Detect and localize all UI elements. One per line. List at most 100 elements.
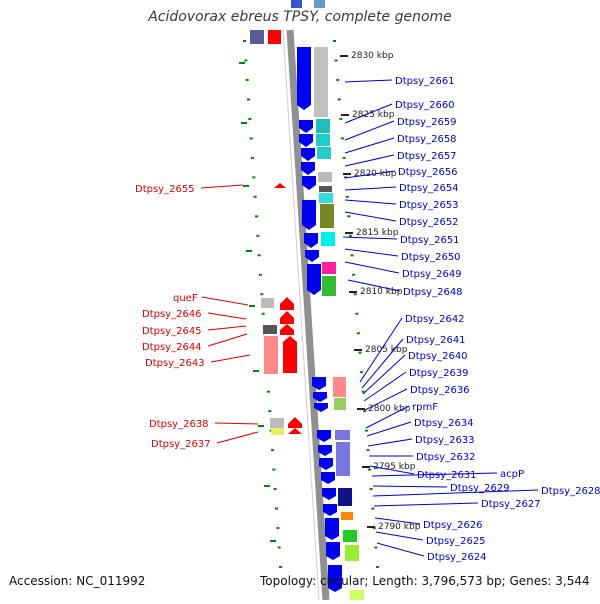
right-tick-mark <box>374 546 378 549</box>
left-leader-line <box>214 422 259 425</box>
right-leader-line <box>359 317 403 383</box>
gene-block-forward <box>268 30 281 44</box>
scale-label: 2825 kbp <box>352 110 395 120</box>
right-leader-line <box>344 154 395 167</box>
right-leader-line <box>344 170 396 179</box>
left-major-tick <box>264 485 270 487</box>
scale-tick <box>357 408 365 410</box>
right-leader-line <box>373 502 479 507</box>
reverse-gene-arrow <box>319 458 333 470</box>
scale-label: 2800 kbp <box>368 404 411 414</box>
left-tick-mark <box>277 546 281 549</box>
left-gene-label: Dtpsy_2655 <box>135 184 195 195</box>
right-leader-line <box>344 103 393 124</box>
gene-feature-block <box>263 325 277 334</box>
reverse-gene-arrow <box>301 162 315 175</box>
reverse-gene-arrow <box>301 148 315 161</box>
right-leader-line <box>365 405 410 429</box>
gene-feature-block <box>343 530 357 542</box>
right-tick-mark <box>361 390 365 393</box>
left-leader-line <box>210 354 251 363</box>
reverse-gene-arrow <box>322 488 336 500</box>
left-tick-mark <box>261 312 265 315</box>
left-tick-mark <box>243 40 246 42</box>
genome-summary: Topology: circular; Length: 3,796,573 bp… <box>260 574 590 588</box>
right-tick-mark <box>353 293 357 296</box>
right-leader-line <box>374 517 421 525</box>
right-leader-line <box>344 199 397 205</box>
right-gene-label: Dtpsy_2656 <box>398 167 458 178</box>
gene-feature-block <box>320 204 334 228</box>
right-gene-label: Dtpsy_2633 <box>415 435 475 446</box>
left-major-tick <box>246 250 252 252</box>
scale-tick <box>349 291 357 293</box>
scale-tick <box>340 55 348 57</box>
gene-feature-block <box>335 430 350 440</box>
right-gene-label: Dtpsy_2641 <box>406 335 466 346</box>
gene-feature-block <box>318 172 332 182</box>
gene-feature-block <box>341 512 353 520</box>
left-tick-mark <box>249 137 253 140</box>
map-title: Acidovorax ebreus TPSY, complete genome <box>148 9 452 25</box>
left-tick-mark <box>248 117 252 120</box>
scale-tick <box>341 114 349 116</box>
right-leader-line <box>371 472 498 477</box>
right-tick-mark <box>350 254 354 257</box>
right-tick-mark <box>363 410 367 413</box>
gene-feature-block <box>316 119 330 133</box>
right-tick-mark <box>352 273 356 276</box>
right-gene-label: Dtpsy_2642 <box>405 314 465 325</box>
right-gene-label: Dtpsy_2625 <box>426 536 486 547</box>
right-tick-mark <box>337 98 341 101</box>
left-tick-mark <box>268 410 272 413</box>
left-tick-mark <box>244 59 248 62</box>
gene-feature-block <box>336 442 350 476</box>
right-gene-label: Dtpsy_2634 <box>414 418 474 429</box>
left-leader-line <box>216 431 259 444</box>
right-tick-mark <box>344 176 348 179</box>
left-leader-line <box>201 296 249 306</box>
right-leader-line <box>344 79 393 83</box>
right-gene-label: Dtpsy_2626 <box>423 520 483 531</box>
forward-gene-arrow <box>283 336 297 373</box>
right-gene-label: Dtpsy_2631 <box>417 470 477 481</box>
reverse-gene-arrow <box>318 445 332 456</box>
right-tick-mark <box>347 215 351 218</box>
left-tick-mark <box>279 566 282 568</box>
right-gene-label: Dtpsy_2659 <box>397 117 457 128</box>
scale-tick <box>362 466 370 468</box>
forward-gene-arrow <box>288 428 302 434</box>
reverse-gene-arrow <box>325 518 339 540</box>
right-leader-line <box>344 248 399 257</box>
reverse-gene-arrow <box>302 176 316 190</box>
left-tick-mark <box>253 195 257 198</box>
forward-gene-arrow <box>274 183 286 188</box>
left-major-tick <box>241 122 247 124</box>
left-tick-mark <box>247 98 250 101</box>
reverse-gene-arrow <box>313 392 327 402</box>
left-leader-line <box>207 325 247 331</box>
scale-label: 2830 kbp <box>351 51 394 61</box>
reverse-gene-arrow <box>328 565 342 592</box>
genome-backbone <box>286 29 330 601</box>
right-gene-label: Dtpsy_2648 <box>403 287 463 298</box>
right-gene-label: acpP <box>500 469 524 480</box>
right-gene-label: Dtpsy_2632 <box>416 452 476 463</box>
reverse-gene-arrow <box>297 47 311 110</box>
gene-feature-block <box>270 418 284 428</box>
right-leader-line <box>363 371 407 402</box>
gene-feature-block <box>319 186 332 192</box>
right-leader-line <box>364 388 408 411</box>
left-gene-label: Dtpsy_2637 <box>151 439 211 450</box>
left-tick-mark <box>276 527 280 530</box>
left-leader-line <box>207 312 247 320</box>
scale-label: 2805 kbp <box>365 345 408 355</box>
left-tick-mark <box>260 293 264 296</box>
gene-block <box>314 0 325 8</box>
right-gene-label: Dtpsy_2639 <box>409 368 469 379</box>
scale-label: 2790 kbp <box>378 522 421 532</box>
scale-label: 2795 kbp <box>373 462 416 472</box>
right-leader-line <box>372 485 448 488</box>
accession-text: Accession: NC_011992 <box>9 574 146 588</box>
